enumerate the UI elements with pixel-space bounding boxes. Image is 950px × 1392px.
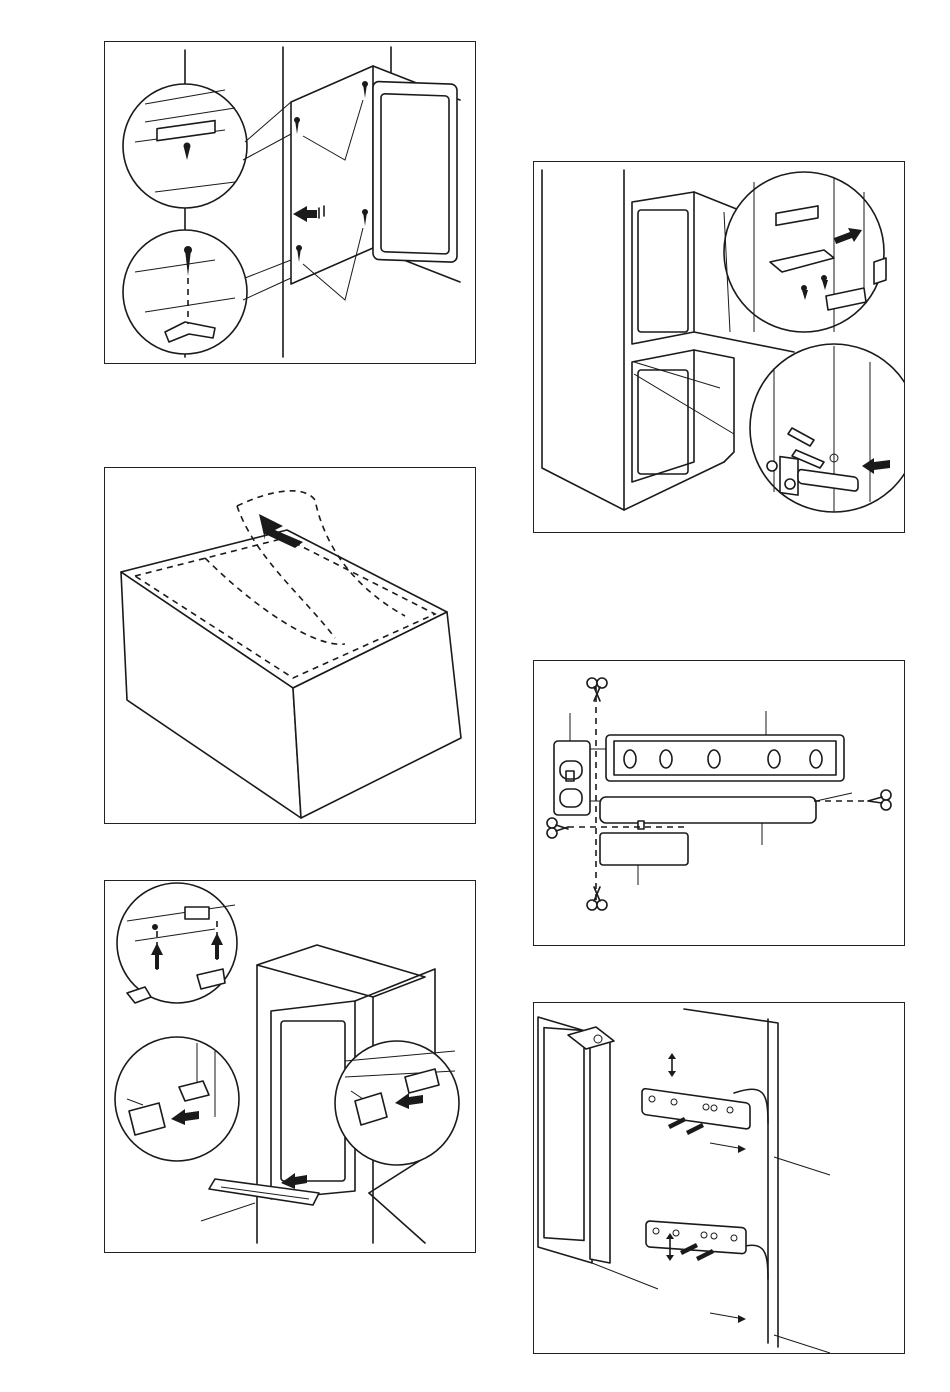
arrow-icon bbox=[281, 1173, 307, 1189]
door-screws-illustration bbox=[105, 42, 475, 363]
arrow-icon bbox=[293, 206, 324, 222]
cut-plate-illustration bbox=[534, 661, 904, 945]
plate-icon bbox=[554, 735, 852, 865]
fig-cover-caps bbox=[104, 880, 476, 1253]
fig-door-screws bbox=[104, 41, 476, 364]
fig-carton-open bbox=[104, 467, 476, 824]
fig-cut-plate bbox=[533, 660, 905, 946]
door-brackets-illustration bbox=[534, 162, 904, 532]
scissors-icon bbox=[547, 678, 891, 910]
mount-plates-illustration bbox=[534, 1003, 904, 1353]
cover-caps-illustration bbox=[105, 881, 475, 1252]
fig-door-brackets bbox=[533, 161, 905, 533]
screw-icon bbox=[294, 81, 368, 262]
carton-illustration bbox=[105, 468, 475, 823]
fig-mount-plates bbox=[533, 1002, 905, 1354]
mounting-plate-icon bbox=[642, 1088, 750, 1254]
